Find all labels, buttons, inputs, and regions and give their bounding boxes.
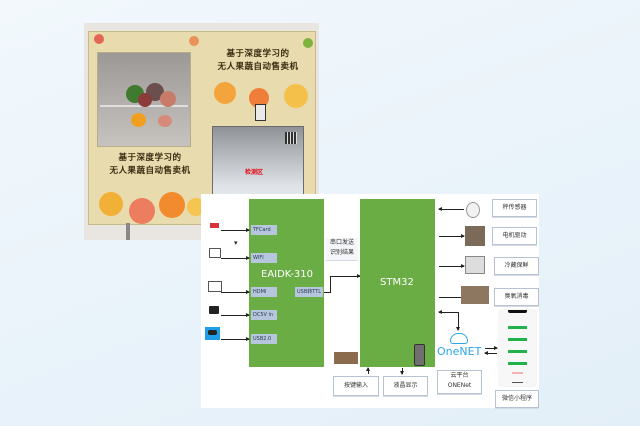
keypad-board-icon [334, 352, 358, 364]
serial-result-label: 串口发送 识别结果 [326, 238, 358, 260]
arrow-hdmi [221, 290, 250, 294]
arrow-weight-sensor [438, 207, 464, 211]
onenet-logo: OneNET [437, 345, 482, 358]
arrow-usb2 [221, 337, 250, 341]
eaidk-310-title: EAIDK-310 [261, 269, 314, 280]
arrow-stm32-to-lcd [400, 368, 404, 375]
serial-label-line2: 识别结果 [329, 249, 354, 256]
peripheral-weight-sensor: 秤传感器 [492, 199, 537, 217]
arrow-dc5v [221, 313, 250, 317]
arrow-motor-driver [439, 234, 465, 238]
port-hdmi: HDMI [251, 287, 277, 297]
left-display-window [97, 52, 191, 147]
ozone-disinfector-icon [461, 286, 489, 304]
connector-usb-ttl [324, 292, 331, 293]
arrow-app-to-onenet [484, 351, 497, 355]
connector-usb-ttl-vertical [330, 276, 331, 293]
computer-icon [209, 248, 221, 258]
lcd-display-label: 液晶显示 [383, 376, 428, 396]
arrow-serial-to-stm32 [330, 274, 361, 278]
peripheral-motor-driver: 电机驱动 [492, 227, 537, 245]
port-dc5v: DC5V in [251, 310, 277, 320]
lcd-screen-icon [414, 344, 425, 366]
cooling-module-icon [465, 256, 485, 274]
arrow-stm32-onenet-horizontal [438, 310, 458, 314]
port-wifi: WIFI [251, 253, 277, 263]
system-architecture-diagram: EAIDK-310 TFCard WIFI HDMI DC5V in USB2.… [201, 194, 539, 408]
port-usb-ttl: USB转TTL [295, 287, 323, 297]
qr-code-icon [285, 132, 297, 144]
key-input-label: 按键输入 [333, 376, 379, 396]
mini-program-phone [499, 310, 536, 386]
power-adapter-icon [209, 306, 219, 314]
wifi-icon: ▾ [234, 239, 238, 247]
arrow-tfcard [221, 228, 250, 232]
detection-area-label: 检测区 [245, 169, 264, 176]
poster-title-bottom: 基于深度学习的 无人果蔬自动售卖机 [93, 152, 207, 178]
arrow-onenet-to-app [485, 346, 498, 350]
vending-machine-photo: 基于深度学习的 无人果蔬自动售卖机 检测区 基于深度学习的 无人果蔬自动售卖机 [84, 23, 319, 240]
poster-title-line1: 基于深度学习的 [226, 49, 290, 59]
arrow-keys-to-stm32 [366, 367, 370, 374]
stm32-title: STM32 [380, 277, 414, 288]
wechat-mini-program-label: 微信小程序 [495, 390, 539, 408]
cloud-platform-line2: ONENet [447, 382, 472, 389]
stm32-block: STM32 [360, 199, 435, 367]
peripheral-ozone: 臭氧消毒 [494, 288, 539, 306]
port-usb2: USB2.0 [251, 334, 277, 344]
camera-icon [205, 327, 220, 340]
eaidk-310-block: EAIDK-310 TFCard WIFI HDMI DC5V in USB2.… [249, 199, 324, 367]
weight-sensor-icon [466, 202, 480, 218]
poster-title-line2: 无人果蔬自动售卖机 [109, 166, 191, 176]
cloud-platform-line1: 云平台 [450, 372, 469, 379]
poster-title-top: 基于深度学习的 无人果蔬自动售卖机 [201, 48, 315, 74]
port-tfcard: TFCard [251, 225, 277, 235]
serial-label-line1: 串口发送 [329, 239, 354, 246]
arrow-wifi [221, 256, 250, 260]
tf-card-icon [210, 223, 219, 228]
poster-title-line2: 无人果蔬自动售卖机 [217, 62, 299, 72]
payment-screen [255, 104, 266, 121]
peripheral-cooling: 冷藏保鲜 [494, 257, 539, 275]
cloud-icon [450, 333, 468, 344]
arrow-stm32-onenet-vertical [456, 312, 460, 331]
motor-driver-icon [465, 226, 485, 246]
monitor-icon [208, 281, 222, 292]
arrow-cooling [439, 264, 465, 268]
poster-title-line1: 基于深度学习的 [118, 153, 182, 163]
cloud-platform-label: 云平台 ONENet [437, 370, 482, 394]
